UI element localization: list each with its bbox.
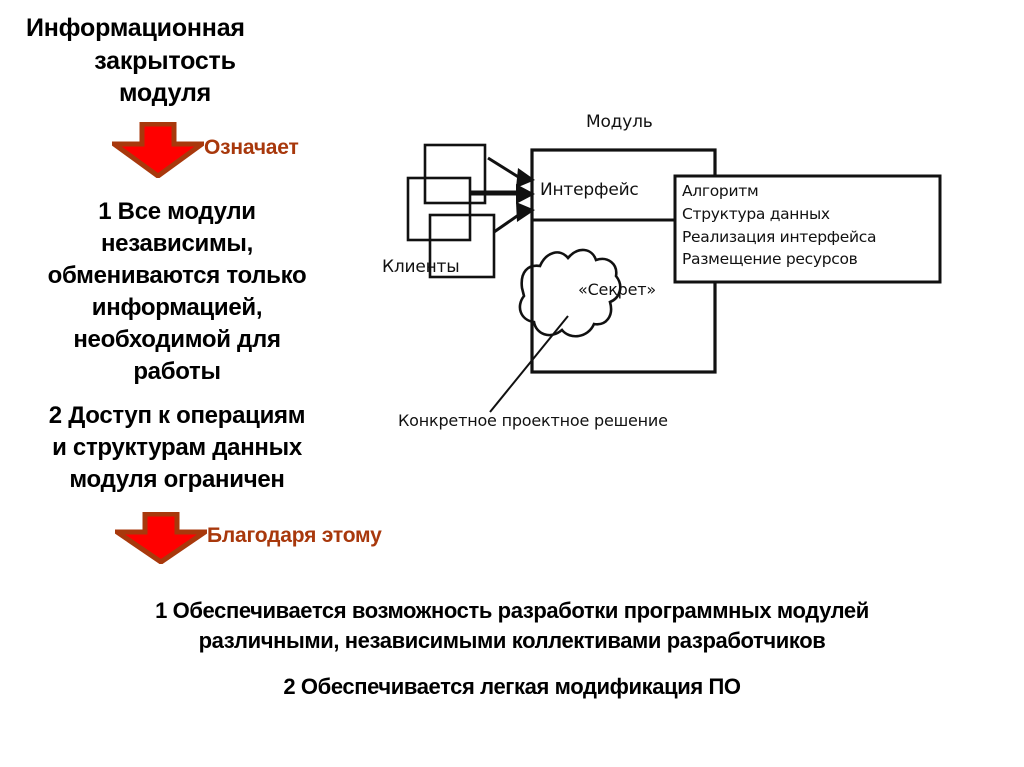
- bullet-2-line-3: модуля ограничен: [69, 465, 285, 493]
- callout-item-interface-implementation: Реализация интерфейса: [682, 227, 877, 246]
- arrow-label-means: Означает: [204, 136, 299, 159]
- callout-item-data-structure: Структура данных: [682, 204, 830, 223]
- callout-item-algorithm: Алгоритм: [682, 182, 759, 200]
- callout-content-list: Алгоритм Структура данных Реализация инт…: [682, 180, 932, 271]
- down-arrow-icon-means: [112, 122, 204, 178]
- conclusion-2-line-1: 2 Обеспечивается легкая модификация ПО: [283, 674, 741, 699]
- client-arrow-middle: [470, 184, 535, 204]
- arrow-label-therefore: Благодаря этому: [207, 524, 382, 547]
- callout-item-resource-allocation: Размещение ресурсов: [682, 250, 858, 269]
- page-title-line-2: закрытость: [94, 46, 236, 75]
- page-title-line-3: модуля: [118, 79, 212, 107]
- page-title-line-1: Информационная: [26, 14, 245, 42]
- client-arrow-bottom: [493, 202, 535, 234]
- module-information-hiding-diagram: Модуль Интерфейс Клиенты «Секрет» Конкре…: [370, 100, 970, 445]
- client-box-top: [423, 143, 487, 205]
- bullet-1-line-2: независимы,: [100, 229, 254, 257]
- client-box-middle: [406, 176, 472, 242]
- conclusion-1-line-1: 1 Обеспечивается возможность разработки …: [155, 598, 869, 623]
- page-title: Информационная закрытость модуля: [26, 12, 326, 110]
- bullet-1-line-5: необходимой для: [73, 325, 281, 353]
- diagram-label-clients: Клиенты: [382, 257, 460, 277]
- bullet-2-line-2: и структурам данных: [52, 433, 302, 461]
- client-arrow-top: [487, 156, 535, 188]
- bullet-1-line-6: работы: [133, 357, 221, 385]
- bullet-2-line-1: 2 Доступ к операциям: [48, 402, 306, 429]
- conclusion-block-1: 1 Обеспечивается возможность разработки …: [0, 596, 1024, 657]
- bullet-1-line-3: обмениваются только: [47, 261, 307, 289]
- diagram-label-secret: «Секрет»: [578, 280, 656, 299]
- conclusion-block-2: 2 Обеспечивается легкая модификация ПО: [0, 672, 1024, 702]
- diagram-label-interface: Интерфейс: [540, 180, 639, 200]
- client-box-bottom: [428, 213, 496, 279]
- bullet-1-line-4: информацией,: [91, 293, 263, 321]
- diagram-label-module: Модуль: [586, 112, 653, 132]
- bullet-block-2: 2 Доступ к операциям и структурам данных…: [18, 400, 336, 496]
- diagram-caption-concrete-design: Конкретное проектное решение: [398, 411, 668, 430]
- bullet-block-1: 1 Все модули независимы, обмениваются то…: [22, 196, 332, 387]
- conclusion-1-line-2: различными, независимыми коллективами ра…: [198, 628, 826, 654]
- secret-blob: [518, 248, 622, 338]
- bullet-1-line-1: 1 Все модули: [98, 198, 256, 225]
- caption-leader-line: [489, 315, 569, 413]
- diagram-svg: [406, 143, 942, 413]
- callout-box: [673, 174, 942, 284]
- down-arrow-icon-therefore: [115, 512, 207, 564]
